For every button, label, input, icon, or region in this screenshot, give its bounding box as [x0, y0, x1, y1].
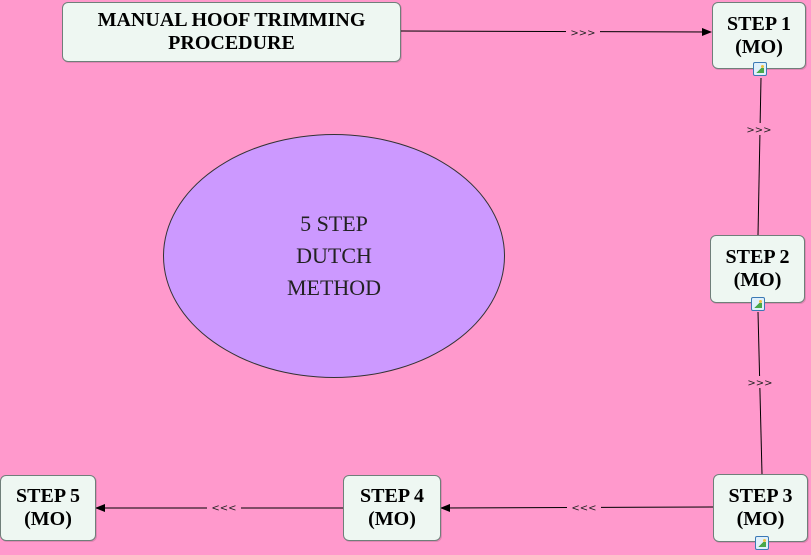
step-5-label: STEP 5: [16, 485, 80, 507]
center-line-3: METHOD: [286, 275, 382, 300]
center-line-1: 5 STEP: [300, 211, 368, 236]
step-3-label: STEP 3: [728, 485, 793, 507]
title-node[interactable]: MANUAL HOOF TRIMMING PROCEDURE: [62, 2, 401, 62]
image-attachment-icon[interactable]: [751, 297, 765, 311]
title-line-1: MANUAL HOOF TRIMMING: [97, 9, 366, 31]
step-2-node[interactable]: STEP 2 (MO): [710, 235, 805, 303]
step-4-label: STEP 4: [360, 485, 424, 507]
connector-label-3: >>>: [747, 378, 772, 389]
step-4-sub: (MO): [368, 508, 416, 530]
connector-step2-to-step3: [757, 311, 763, 475]
step-5-node[interactable]: STEP 5 (MO): [0, 475, 96, 541]
step-5-sub: (MO): [24, 508, 72, 530]
connector-label-4: <<<: [571, 503, 596, 514]
connector-label-5: <<<: [211, 503, 236, 514]
step-1-sub: (MO): [735, 35, 783, 58]
step-3-sub: (MO): [736, 508, 785, 530]
step-2-label: STEP 2: [725, 246, 790, 268]
image-attachment-icon[interactable]: [755, 536, 769, 550]
connector-step1-to-step2: [757, 77, 762, 236]
image-attachment-icon[interactable]: [753, 62, 767, 76]
step-3-node[interactable]: STEP 3 (MO): [713, 474, 808, 542]
title-line-2: PROCEDURE: [168, 32, 295, 54]
center-topic-oval[interactable]: 5 STEP DUTCH METHOD: [163, 134, 505, 378]
connector-label-2: >>>: [746, 125, 771, 136]
step-4-node[interactable]: STEP 4 (MO): [343, 475, 441, 541]
center-line-2: DUTCH: [296, 243, 372, 268]
step-1-label: STEP 1: [727, 12, 791, 35]
connector-title-to-step1: [400, 27, 712, 36]
step-2-sub: (MO): [733, 269, 782, 291]
step-1-node[interactable]: STEP 1 (MO): [712, 2, 806, 69]
connector-label-1: >>>: [570, 28, 595, 39]
